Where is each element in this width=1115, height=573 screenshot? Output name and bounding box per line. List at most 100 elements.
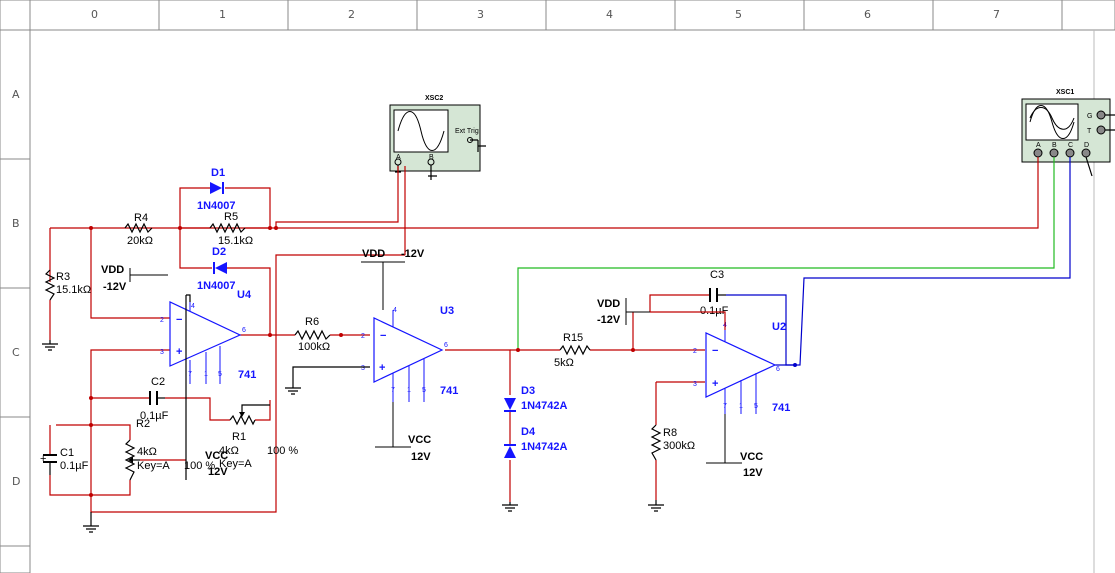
r5-value: 15.1kΩ [218, 235, 253, 247]
wires-red [49, 157, 1039, 513]
ground-symbol-4 [502, 502, 518, 512]
ruler-col-5: 5 [735, 8, 742, 21]
capacitor-c1[interactable]: + C1 0.1µF [40, 447, 89, 475]
u4-pin4: 4 [191, 303, 195, 310]
diode-d2[interactable]: D2 1N4007 [197, 246, 236, 292]
power-vdd-u3[interactable]: VDD -12V [361, 248, 425, 310]
xsc1-channel-b[interactable] [1049, 148, 1059, 158]
resistor-r5[interactable]: R5 15.1kΩ [209, 211, 253, 247]
c2-value: 0.1µF [140, 410, 169, 422]
d1-model: 1N4007 [197, 200, 236, 212]
opamp-u3[interactable]: − + 2 3 4 6 7 1 5 U3 741 [361, 305, 458, 402]
d4-ref: D4 [521, 426, 536, 438]
ruler-col-0: 0 [91, 8, 98, 21]
vcc-u2-value: 12V [743, 467, 763, 479]
ruler-row-d: D [12, 475, 20, 488]
ground-symbol-1 [42, 340, 58, 351]
c3-ref: C3 [710, 269, 724, 281]
r6-value: 100kΩ [298, 341, 330, 353]
oscilloscope-xsc2[interactable]: XSC2 Ext Trig A B [389, 95, 486, 180]
u3-pin1: 1 [407, 387, 411, 394]
xsc1-g-terminal[interactable] [1096, 110, 1106, 120]
xsc2-ext-trig: Ext Trig [455, 128, 479, 135]
opamp-u2[interactable]: − + 2 3 4 6 7 1 5 U2 741 [693, 321, 790, 414]
xsc1-ch-a-label: A [1036, 142, 1041, 149]
u3-pin5: 5 [422, 387, 426, 394]
resistor-r15[interactable]: R15 5kΩ [554, 332, 591, 369]
ruler-col-3: 3 [477, 8, 484, 21]
power-vdd-u2[interactable]: VDD -12V [597, 298, 650, 326]
r4-ref: R4 [134, 212, 148, 224]
xsc2-label: XSC2 [425, 95, 443, 102]
wire-green [517, 157, 1055, 350]
u2-pin1: 1 [739, 403, 743, 410]
xsc2-ch-b-label: B [429, 154, 434, 161]
d1-ref: D1 [211, 167, 225, 179]
power-vcc-u3[interactable]: VCC 12V [375, 402, 431, 463]
resistor-r4[interactable]: R4 20kΩ [124, 212, 153, 247]
capacitor-c3[interactable]: C3 0.1µF [700, 269, 729, 317]
power-vdd-u4[interactable]: VDD -12V [101, 264, 190, 293]
r15-ref: R15 [563, 332, 583, 344]
u4-ref: U4 [237, 289, 252, 301]
u3-pin7: 7 [391, 387, 395, 394]
zener-d4[interactable]: D4 1N4742A [504, 426, 568, 458]
xsc1-channel-c[interactable] [1065, 148, 1075, 158]
u2-minus: − [712, 345, 718, 357]
u2-ref: U2 [772, 321, 786, 333]
resistor-r6[interactable]: R6 100kΩ [294, 316, 331, 353]
vdd-u3-name: VDD [362, 248, 385, 260]
opamp-u4[interactable]: − + 2 3 4 6 7 1 5 U4 741 [160, 289, 256, 384]
power-vcc-u2[interactable]: VCC 12V [706, 414, 763, 479]
ruler-col-7: 7 [993, 8, 1000, 21]
u3-pin6: 6 [444, 342, 448, 349]
u4-model: 741 [238, 369, 256, 381]
capacitor-c2[interactable]: C2 0.1µF [140, 376, 169, 422]
vdd-u4-name: VDD [101, 264, 124, 276]
ruler-row-a: A [12, 88, 20, 101]
diode-d1[interactable]: D1 1N4007 [197, 167, 236, 212]
resistor-r3[interactable]: R3 15.1kΩ [44, 269, 91, 301]
u3-pin4: 4 [393, 307, 397, 314]
r4-value: 20kΩ [127, 235, 153, 247]
vcc-u2-name: VCC [740, 451, 763, 463]
u4-pin7: 7 [188, 371, 192, 378]
u3-ref: U3 [440, 305, 454, 317]
xsc2-screen-wave [397, 111, 445, 151]
c3-value: 0.1µF [700, 305, 729, 317]
xsc1-g-label: G [1087, 113, 1092, 120]
zener-d3[interactable]: D3 1N4742A [504, 385, 568, 412]
u2-pin7: 7 [723, 403, 727, 410]
xsc1-channel-d[interactable] [1081, 148, 1091, 158]
ruler-col-4: 4 [606, 8, 613, 21]
xsc1-ch-c-label: C [1068, 142, 1073, 149]
u2-plus: + [712, 378, 718, 390]
xsc1-channel-a[interactable] [1033, 148, 1043, 158]
u2-model: 741 [772, 402, 790, 414]
u4-minus: − [176, 314, 182, 326]
u3-plus: + [379, 362, 385, 374]
resistor-r8[interactable]: R8 300kΩ [650, 424, 695, 461]
d2-model: 1N4007 [197, 280, 236, 292]
oscilloscope-xsc1[interactable]: XSC1 A B C D G T [1021, 89, 1115, 177]
r3-ref: R3 [56, 271, 70, 283]
u3-minus: − [380, 330, 386, 342]
u4-plus: + [176, 346, 182, 358]
vcc-u3-value: 12V [411, 451, 431, 463]
u3-pin3: 3 [361, 365, 365, 372]
u2-pin6: 6 [776, 366, 780, 373]
power-vcc-u4[interactable]: VCC 12V [205, 450, 228, 478]
potentiometer-r1[interactable]: R1 4kΩ Key=A 100 % [219, 404, 298, 470]
c2-ref: C2 [151, 376, 165, 388]
u2-pin5: 5 [754, 403, 758, 410]
u4-pin6: 6 [242, 327, 246, 334]
vdd-u2-value: -12V [597, 314, 621, 326]
u4-pin3: 3 [160, 349, 164, 356]
ground-symbol-3 [83, 512, 99, 533]
potentiometer-r2[interactable]: R2 4kΩ Key=A 100 % [124, 418, 215, 481]
xsc1-t-terminal[interactable] [1096, 125, 1106, 135]
ground-symbol-5 [648, 500, 664, 512]
u4-pin1: 1 [204, 371, 208, 378]
